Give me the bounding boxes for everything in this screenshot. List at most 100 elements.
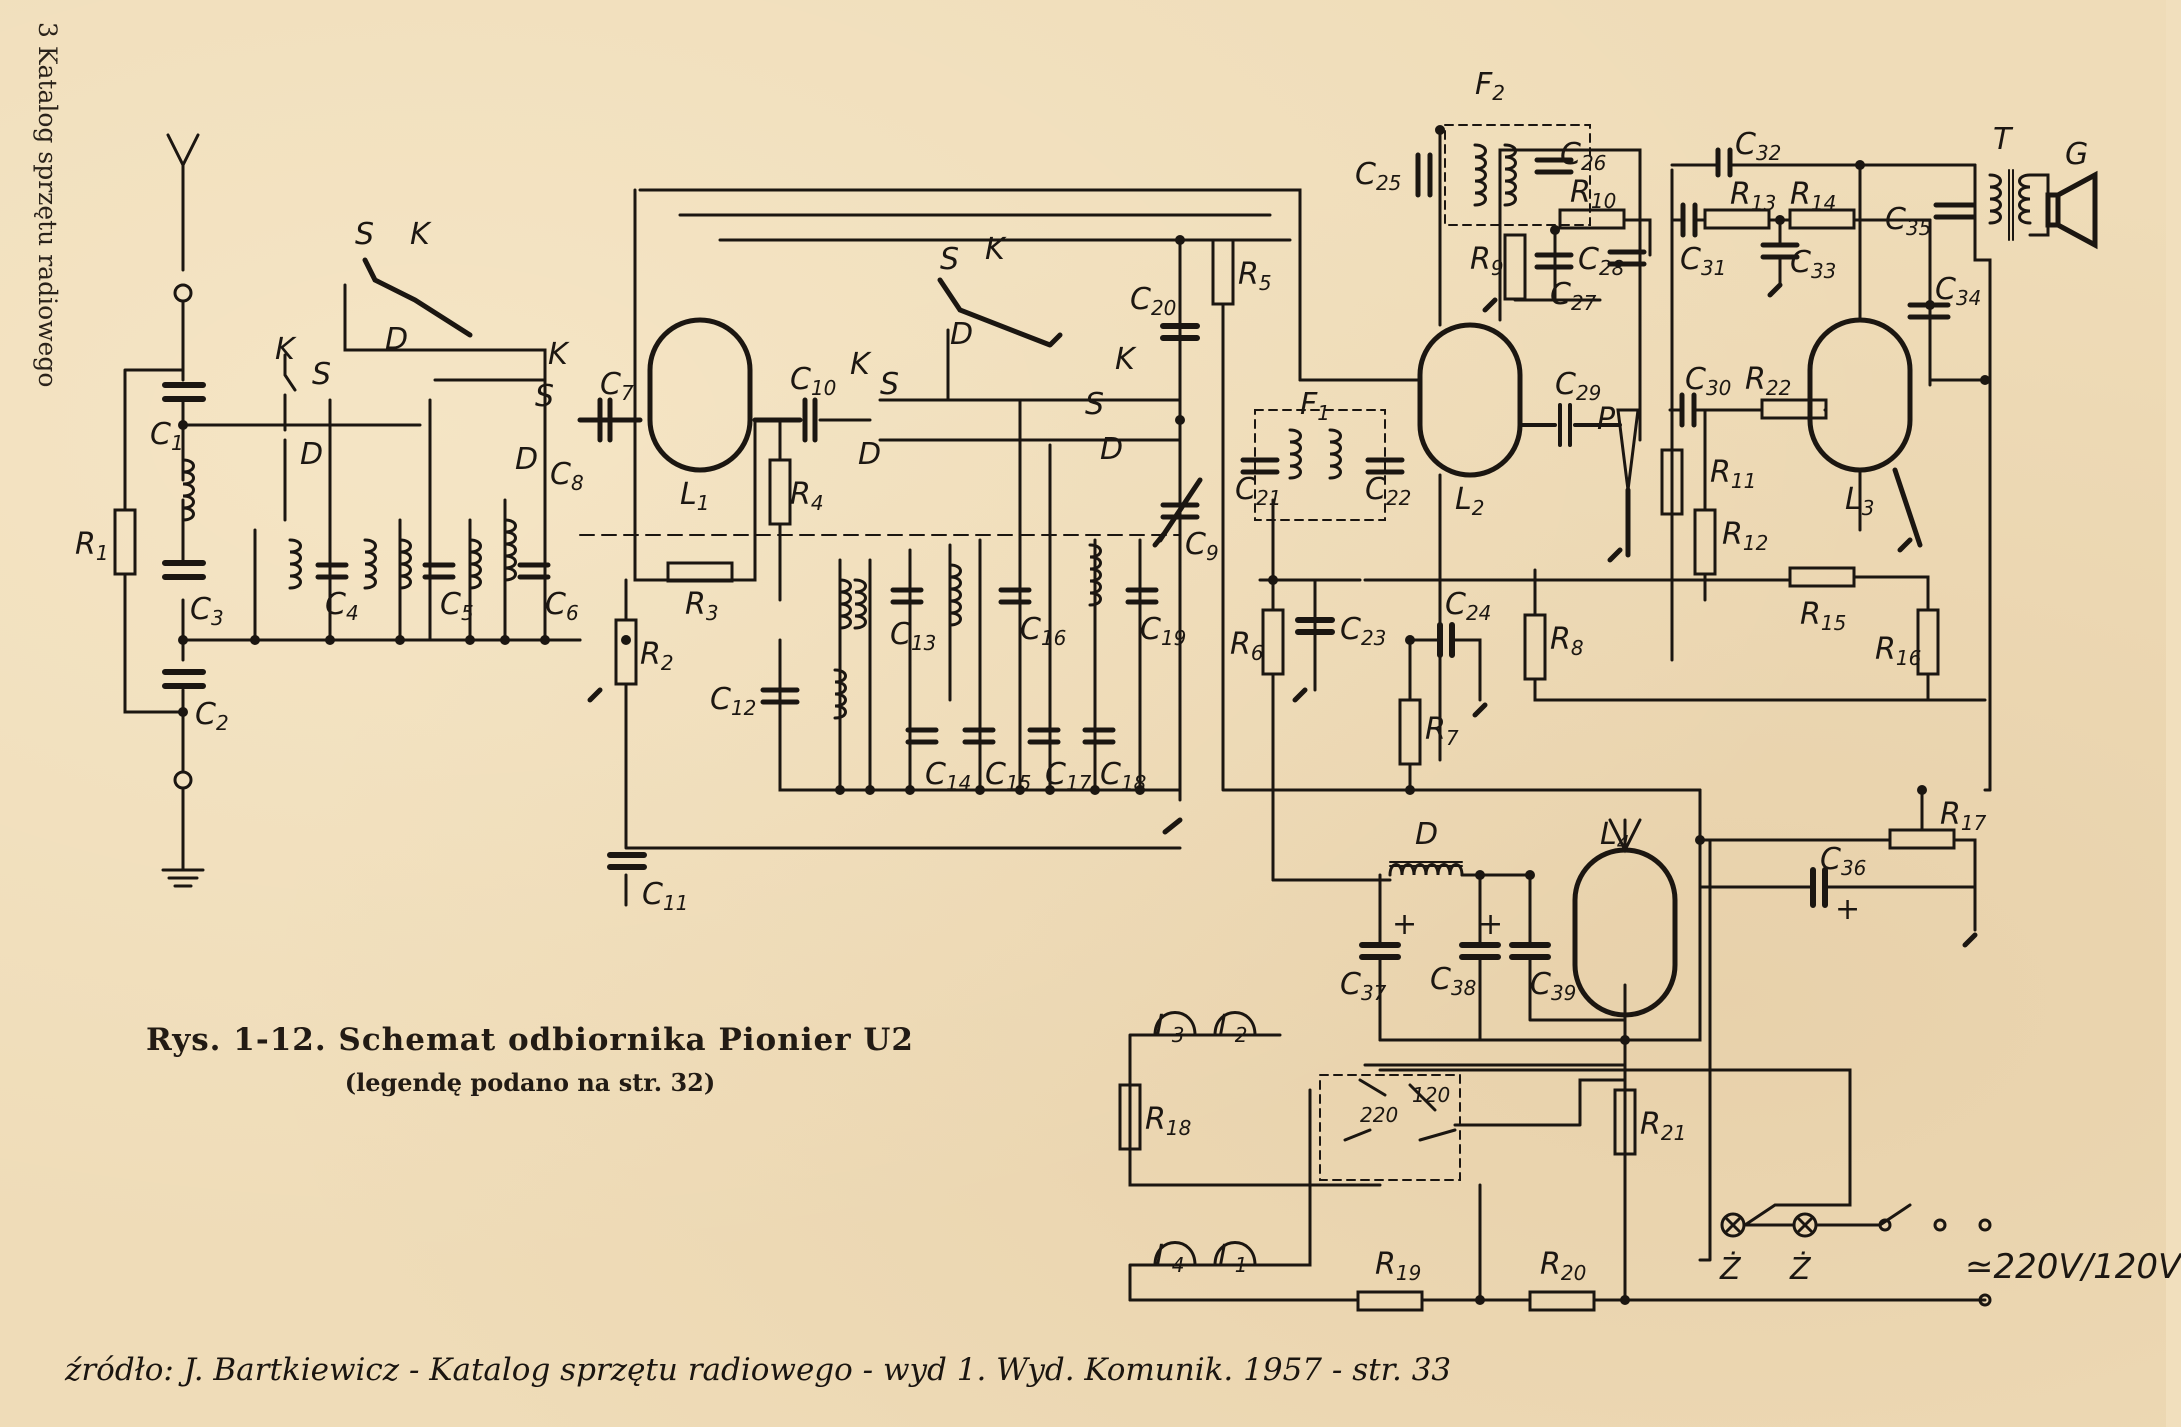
label-c26: C26	[1560, 137, 1607, 175]
resistor-r3	[666, 561, 734, 583]
label-c18: C18	[1100, 757, 1147, 795]
label-switch-120: 120	[1412, 1083, 1451, 1107]
label-r5: R5	[1238, 257, 1272, 295]
label-plus-c37: +	[1392, 907, 1418, 942]
label-c12: C12	[710, 682, 757, 720]
tube-l3	[1807, 317, 1913, 473]
label-r21: R21	[1640, 1107, 1687, 1145]
label-l4: L4	[1600, 817, 1630, 855]
label-switch-220: 220	[1360, 1103, 1399, 1127]
label-c32: C32	[1735, 127, 1782, 165]
label-c1: C1	[150, 417, 184, 455]
label-switch-d5: D	[858, 437, 882, 472]
label-c5: C5	[440, 587, 474, 625]
label-c24: C24	[1445, 587, 1492, 625]
label-c15: C15	[985, 757, 1032, 795]
label-switch-s3: S	[535, 379, 555, 414]
label-c9: C9	[1185, 527, 1219, 565]
page-side-header: 3 Katalog sprzętu radiowego	[33, 22, 62, 388]
label-c6: C6	[545, 587, 579, 625]
label-c16: C16	[1020, 612, 1067, 650]
label-switch-s4: S	[940, 242, 960, 277]
label-c22: C22	[1365, 472, 1412, 510]
label-switch-k2: K	[275, 332, 295, 367]
label-l2: L2	[1455, 482, 1485, 520]
label-switch-s6: S	[1085, 387, 1105, 422]
resistor-r1	[113, 508, 137, 576]
resistor-r4	[768, 458, 792, 526]
label-switch-d1: D	[385, 322, 409, 357]
label-r17: R17	[1940, 797, 1987, 835]
source-note: źródło: J. Bartkiewicz - Katalog sprzętu…	[65, 1352, 1452, 1388]
mains-voltage-label: ≃220V/120V	[1965, 1247, 2181, 1287]
label-g: G	[2065, 137, 2089, 172]
label-switch-s5: S	[880, 367, 900, 402]
capacitor-c2	[162, 669, 206, 689]
label-r22: R22	[1745, 362, 1792, 400]
output-transformer-t	[1988, 169, 2032, 241]
tube-l2	[1417, 322, 1523, 478]
label-f2: F2	[1475, 67, 1505, 105]
label-l3: L3	[1845, 482, 1875, 520]
label-c29: C29	[1555, 367, 1602, 405]
transformer-f1	[1288, 428, 1342, 480]
label-r7: R7	[1425, 712, 1459, 750]
label-c21: C21	[1235, 472, 1282, 510]
label-plus-c36: +	[1835, 892, 1861, 927]
label-r11: R11	[1710, 455, 1757, 493]
figure-caption-title: Rys. 1-12. Schemat odbiornika Pionier U2	[146, 1022, 914, 1058]
label-c31: C31	[1680, 242, 1727, 280]
label-c13: C13	[890, 617, 937, 655]
choke-d	[1388, 861, 1464, 877]
capacitor-c3	[162, 560, 206, 580]
label-c11: C11	[642, 877, 689, 915]
label-r16: R16	[1875, 632, 1922, 670]
label-switch-k1: K	[410, 217, 430, 252]
label-c10: C10	[790, 362, 837, 400]
label-p: P	[1597, 402, 1616, 437]
label-c14: C14	[925, 757, 972, 795]
label-r10: R10	[1570, 175, 1617, 213]
label-r12: R12	[1722, 517, 1769, 555]
label-r6: R6	[1230, 627, 1264, 665]
resistor-r19	[1356, 1290, 1424, 1312]
label-heater-l1: L1	[1218, 1239, 1248, 1277]
figure-caption-subtitle: (legendę podano na str. 32)	[344, 1068, 716, 1097]
label-switch-k4: K	[985, 232, 1005, 267]
label-c38: C38	[1430, 962, 1477, 1000]
capacitor-c24	[1437, 622, 1455, 658]
label-r20: R20	[1540, 1247, 1587, 1285]
coil-input	[181, 458, 195, 522]
resistor-r5	[1211, 238, 1235, 306]
label-r9: R9	[1470, 242, 1504, 280]
capacitor-c1	[162, 382, 206, 402]
resistor-r12	[1693, 508, 1717, 576]
label-c25: C25	[1355, 157, 1402, 195]
label-heater-l2: L2	[1218, 1009, 1248, 1047]
label-switch-d4: D	[950, 317, 974, 352]
label-r1: R1	[75, 527, 109, 565]
capacitor-c9	[1157, 477, 1203, 543]
label-c8: C8	[550, 457, 584, 495]
resistor-r20	[1528, 1290, 1596, 1312]
label-switch-s2: S	[312, 357, 332, 392]
label-switch-s1: S	[355, 217, 375, 252]
resistor-r18	[1118, 1083, 1142, 1151]
label-heater-l3: L3	[1155, 1009, 1185, 1047]
transformer-f2	[1473, 143, 1517, 207]
label-switch-k6: K	[1115, 342, 1135, 377]
voltage-selector	[1319, 1074, 1461, 1181]
label-c27: C27	[1550, 277, 1597, 315]
label-c39: C39	[1530, 967, 1577, 1005]
label-c30: C30	[1685, 362, 1732, 400]
label-r15: R15	[1800, 597, 1847, 635]
label-r19: R19	[1375, 1247, 1422, 1285]
resistor-r22	[1760, 398, 1828, 420]
label-c17: C17	[1045, 757, 1092, 795]
ground-symbol	[161, 868, 205, 888]
label-c37: C37	[1340, 967, 1387, 1005]
label-r18: R18	[1145, 1102, 1192, 1140]
tube-l1	[647, 317, 753, 473]
speaker-g	[2045, 170, 2098, 250]
